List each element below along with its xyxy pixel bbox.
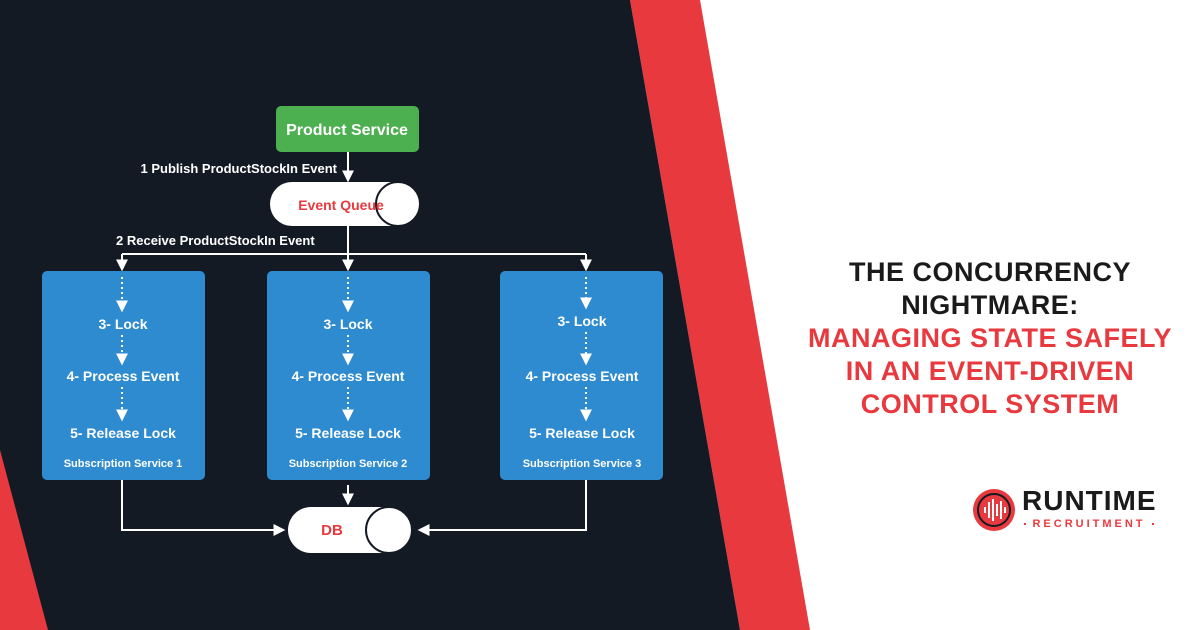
receive-edge-label: 2 Receive ProductStockIn Event <box>116 233 315 248</box>
headline: THE CONCURRENCY NIGHTMARE: MANAGING STAT… <box>800 256 1180 421</box>
subscription-service-2: 3- Lock 4- Process Event 5- Release Lock… <box>267 271 430 480</box>
soundwave-circle-icon <box>973 489 1015 531</box>
logo-tagline-text: RECRUITMENT <box>1032 518 1146 530</box>
logo-wordmark: RUNTIME <box>1022 485 1157 516</box>
subscription-service-1: 3- Lock 4- Process Event 5- Release Lock… <box>42 271 205 480</box>
event-queue-label: Event Queue <box>298 197 384 213</box>
step-lock: 3- Lock <box>557 313 606 329</box>
sub1-to-db-connector <box>121 480 286 536</box>
step-process-event: 4- Process Event <box>526 368 639 384</box>
step-process-event: 4- Process Event <box>67 368 180 384</box>
step-lock: 3- Lock <box>323 316 372 332</box>
sub3-to-db-connector <box>417 480 587 536</box>
db-label: DB <box>321 522 343 539</box>
runtime-recruitment-logo: RUNTIME RECRUITMENT <box>968 484 1168 540</box>
step-release-lock: 5- Release Lock <box>295 425 401 441</box>
event-queue-node: Event Queue <box>270 181 421 227</box>
headline-line-3: MANAGING STATE SAFELY <box>807 323 1173 353</box>
architecture-diagram: Product Service 1 Publish ProductStockIn… <box>42 106 663 554</box>
subscription-service-3: 3- Lock 4- Process Event 5- Release Lock… <box>500 271 663 480</box>
product-service-node: Product Service <box>276 106 419 152</box>
headline-line-5: CONTROL SYSTEM <box>860 389 1120 419</box>
step-release-lock: 5- Release Lock <box>70 425 176 441</box>
step-lock: 3- Lock <box>98 316 147 332</box>
subscriber-name: Subscription Service 3 <box>523 458 642 470</box>
publish-edge-label: 1 Publish ProductStockIn Event <box>141 161 338 176</box>
step-process-event: 4- Process Event <box>292 368 405 384</box>
headline-line-4: IN AN EVENT-DRIVEN <box>845 356 1135 386</box>
subscriber-name: Subscription Service 1 <box>64 458 183 470</box>
subscriber-name: Subscription Service 2 <box>289 458 408 470</box>
product-service-label: Product Service <box>286 122 408 139</box>
db-node: DB <box>288 506 413 554</box>
headline-line-1: THE CONCURRENCY <box>848 257 1131 287</box>
headline-line-2: NIGHTMARE: <box>901 290 1079 320</box>
logo-tagline: RECRUITMENT <box>1024 518 1154 530</box>
step-release-lock: 5- Release Lock <box>529 425 635 441</box>
red-stripe-top <box>630 0 810 630</box>
red-corner-bottom-left <box>0 450 48 630</box>
